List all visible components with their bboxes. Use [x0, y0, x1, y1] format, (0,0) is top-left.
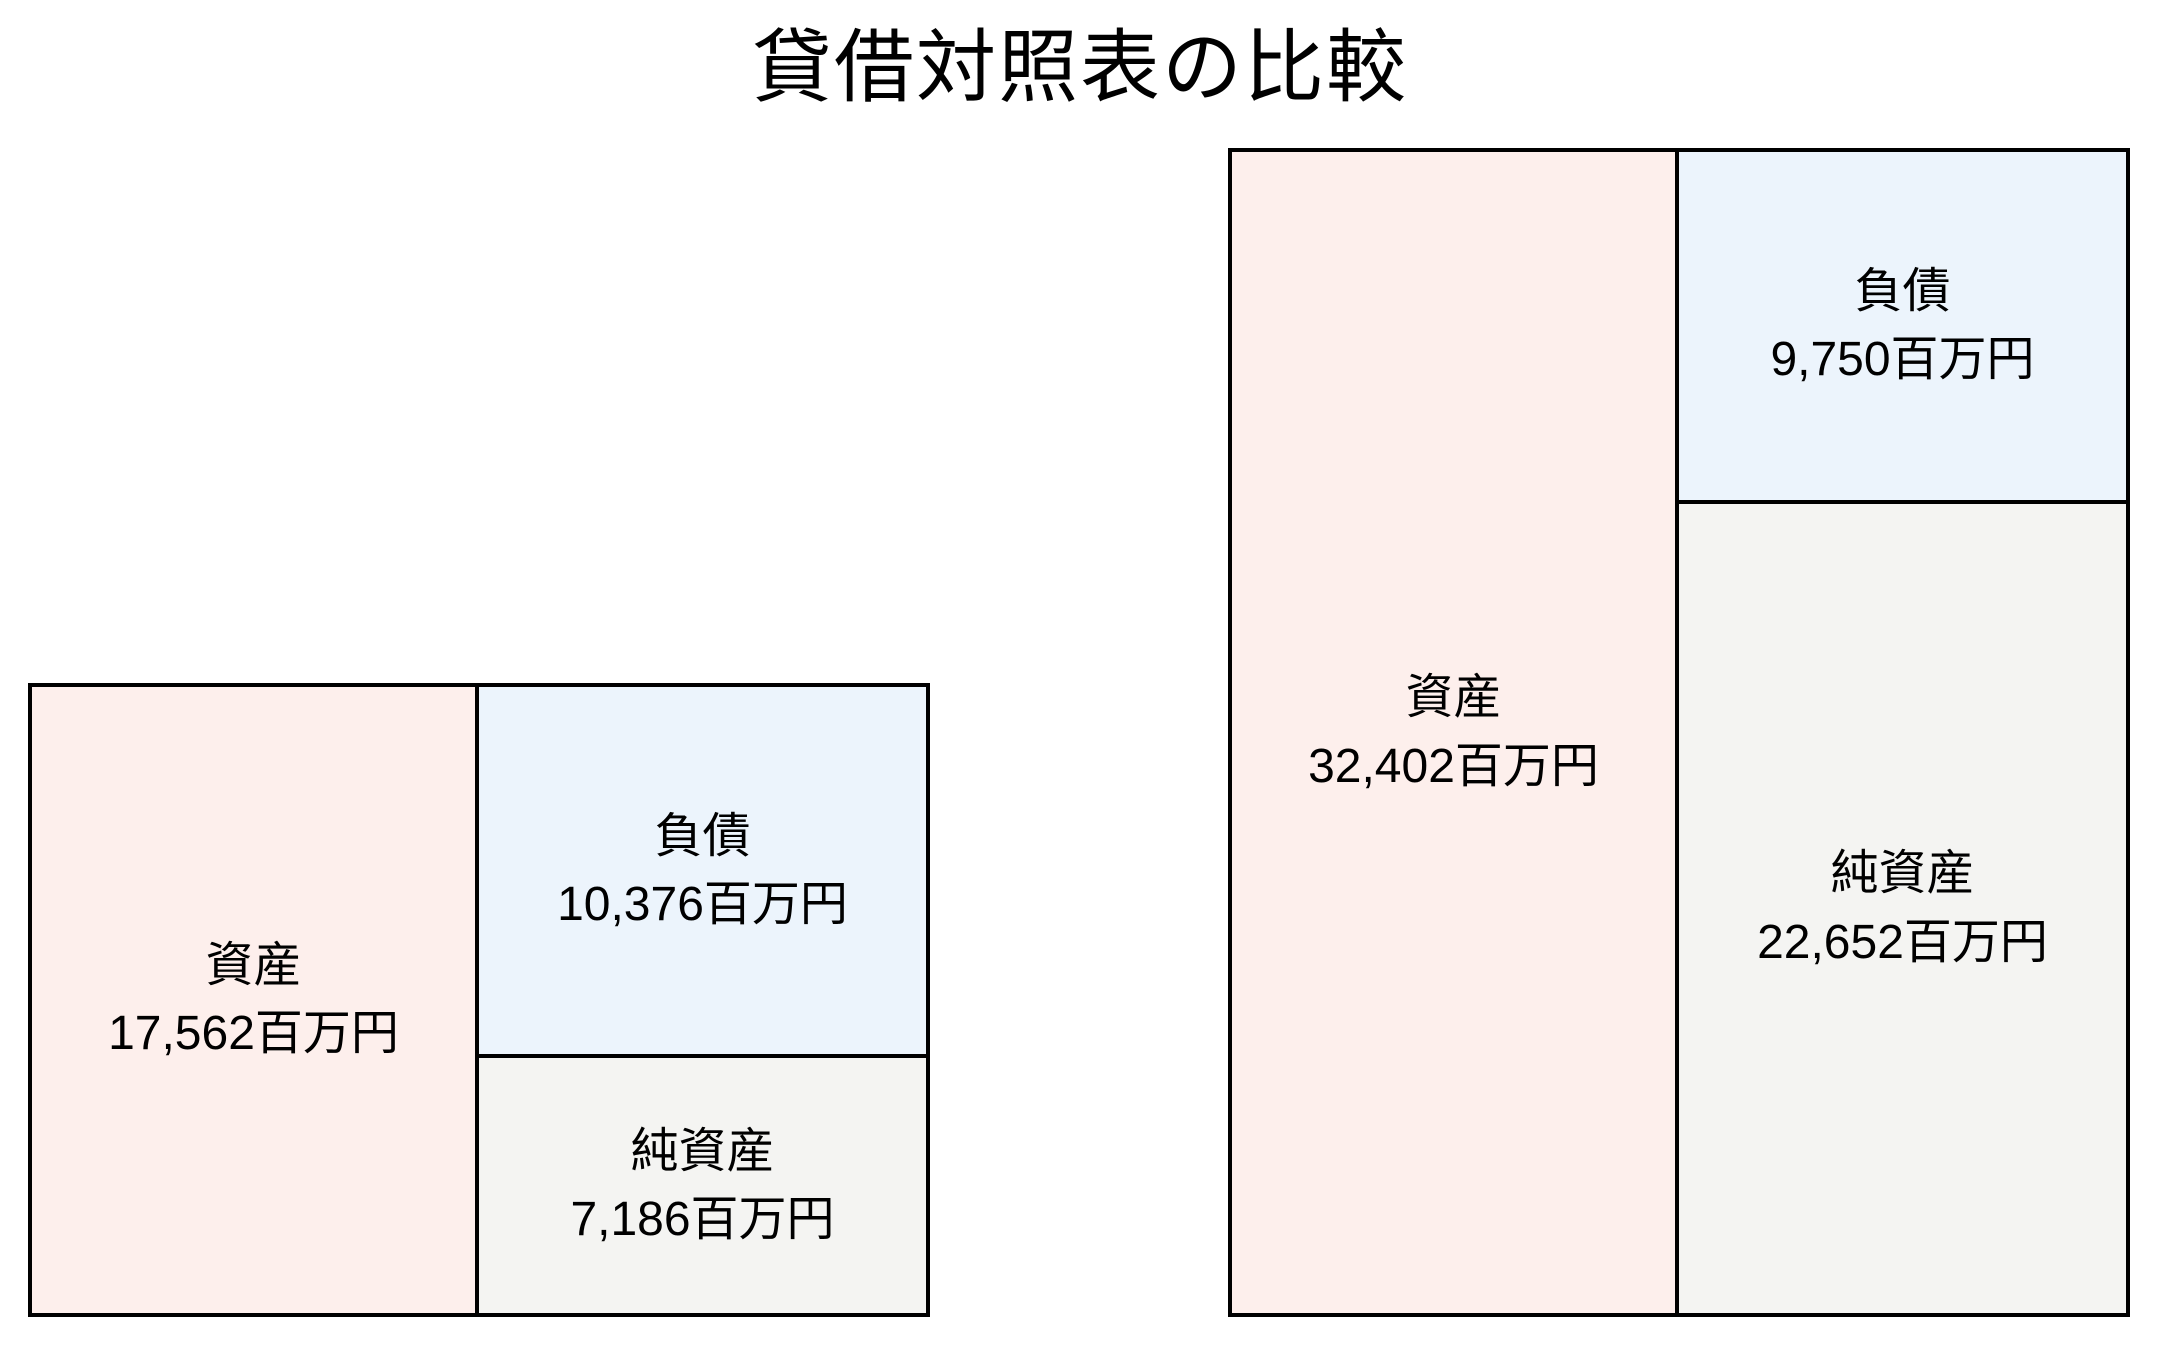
- assets-value-right: 32,402百万円: [1308, 739, 1599, 793]
- charts-row: 資産 17,562百万円 負債 10,376百万円 純資産 7,186百万円: [28, 148, 2130, 1317]
- balance-sheet-right: 資産 32,402百万円 負債 9,750百万円 純資産 22,652百万円: [1228, 148, 2130, 1317]
- liabilities-value-right: 9,750百万円: [1770, 333, 2035, 387]
- liabilities-box-left: 負債 10,376百万円: [479, 687, 926, 1059]
- assets-text-right: 資産 32,402百万円: [1308, 664, 1599, 800]
- liabilities-box-right: 負債 9,750百万円: [1679, 152, 2126, 505]
- liabilities-text-right: 負債 9,750百万円: [1770, 258, 2034, 394]
- chart-title: 貸借対照表の比較: [752, 23, 1408, 112]
- net-assets-value-right: 22,652百万円: [1757, 915, 2048, 969]
- assets-value-left: 17,562百万円: [108, 1007, 399, 1060]
- claims-column-right: 負債 9,750百万円 純資産 22,652百万円: [1679, 152, 2126, 1313]
- net-assets-value-left: 7,186百万円: [570, 1192, 835, 1246]
- liabilities-label-left: 負債: [654, 809, 751, 863]
- assets-label-left: 資産: [205, 938, 302, 992]
- net-assets-box-right: 純資産 22,652百万円: [1679, 504, 2126, 1313]
- assets-box-left: 資産 17,562百万円: [32, 687, 479, 1313]
- claims-column-left: 負債 10,376百万円 純資産 7,186百万円: [479, 687, 926, 1313]
- liabilities-label-right: 負債: [1854, 264, 1951, 318]
- net-assets-label-left: 純資産: [630, 1124, 775, 1178]
- net-assets-text-right: 純資産 22,652百万円: [1757, 840, 2048, 976]
- assets-text-left: 資産 17,562百万円: [108, 932, 399, 1068]
- assets-box-right: 資産 32,402百万円: [1232, 152, 1679, 1313]
- balance-sheet-left: 資産 17,562百万円 負債 10,376百万円 純資産 7,186百万円: [28, 683, 930, 1317]
- liabilities-text-left: 負債 10,376百万円: [557, 803, 848, 939]
- net-assets-label-right: 純資産: [1830, 847, 1975, 901]
- net-assets-text-left: 純資産 7,186百万円: [570, 1118, 834, 1254]
- assets-label-right: 資産: [1405, 671, 1502, 725]
- net-assets-box-left: 純資産 7,186百万円: [479, 1058, 926, 1313]
- liabilities-value-left: 10,376百万円: [557, 877, 848, 931]
